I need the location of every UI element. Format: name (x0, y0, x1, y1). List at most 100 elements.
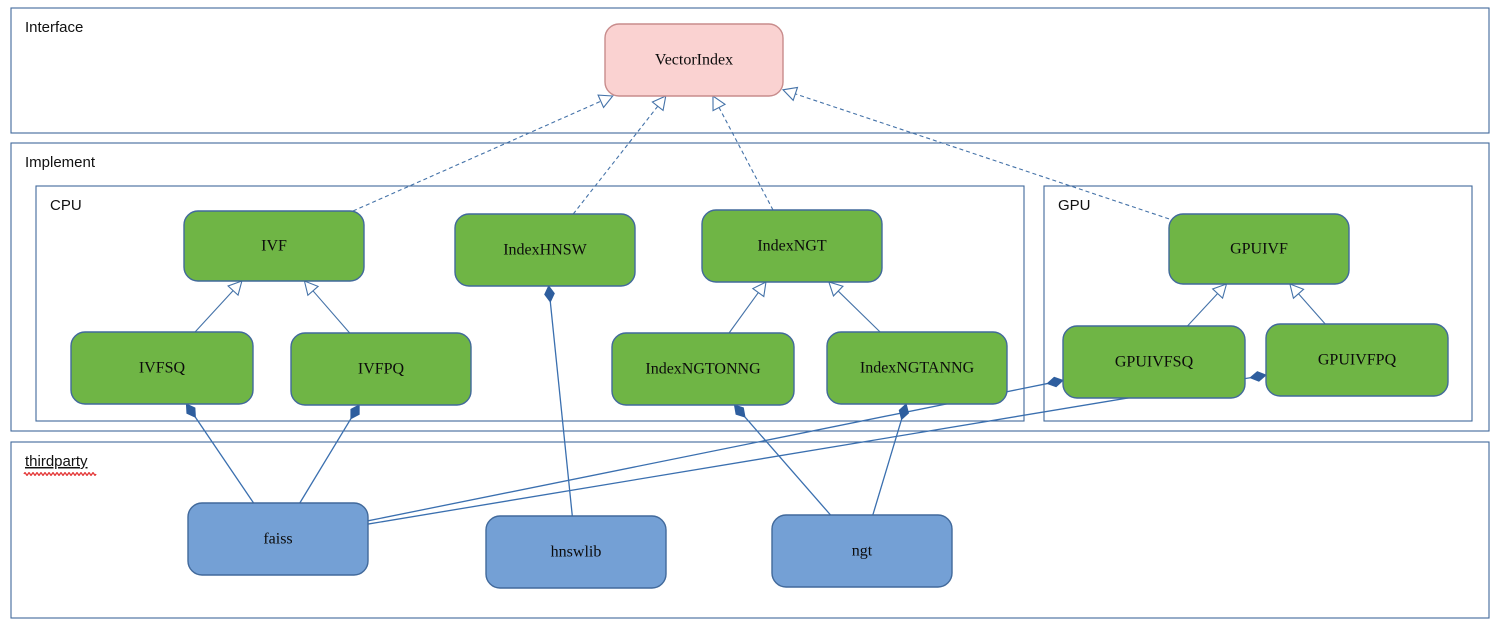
node-rect-ngt[interactable] (771, 514, 953, 588)
edge-ngt-to-IndexNGTONNG (733, 404, 832, 516)
container-label-thirdparty: thirdparty (25, 453, 88, 470)
edge-IndexHNSW-to-VectorIndex (572, 95, 667, 215)
node-label-ngt: ngt (852, 543, 873, 560)
node-GPUIVFPQ[interactable]: GPUIVFPQ (1265, 323, 1449, 397)
node-VectorIndex[interactable]: VectorIndex (604, 23, 784, 97)
node-rect-GPUIVFPQ[interactable] (1265, 323, 1449, 397)
node-IVFPQ[interactable]: IVFPQ (290, 332, 472, 406)
edge-line (718, 107, 774, 211)
edge-faiss-to-IVFPQ (299, 404, 360, 504)
node-rect-GPUIVFSQ[interactable] (1062, 325, 1246, 399)
generalization-arrowhead (227, 280, 243, 297)
node-rect-IndexNGTONNG[interactable] (611, 332, 795, 406)
node-rect-hnswlib[interactable] (485, 515, 667, 589)
edge-line (367, 377, 1251, 525)
edge-line (1187, 293, 1219, 327)
node-label-IVFSQ: IVFSQ (139, 360, 186, 377)
generalization-arrowhead (828, 281, 844, 297)
edge-ngt-to-IndexNGTANNG (872, 403, 910, 516)
node-IVF[interactable]: IVF (183, 210, 365, 282)
edge-hnswlib-to-IndexHNSW (544, 285, 573, 517)
node-IndexNGT[interactable]: IndexNGT (701, 209, 883, 283)
node-IVFSQ[interactable]: IVFSQ (70, 331, 254, 405)
node-GPUIVFSQ[interactable]: GPUIVFSQ (1062, 325, 1246, 399)
node-label-IndexNGTANNG: IndexNGTANNG (860, 360, 975, 377)
node-rect-IVFSQ[interactable] (70, 331, 254, 405)
edge-IndexNGTANNG-to-IndexNGT (828, 281, 881, 333)
node-GPUIVF[interactable]: GPUIVF (1168, 213, 1350, 285)
edge-GPUIVFPQ-to-GPUIVF (1289, 283, 1326, 325)
node-label-IndexHNSW: IndexHNSW (503, 242, 587, 259)
edge-line (837, 290, 881, 333)
edge-line (1298, 293, 1326, 325)
composition-diamond (185, 403, 196, 419)
node-rect-IndexNGTANNG[interactable] (826, 331, 1008, 405)
composition-diamond (350, 404, 360, 420)
node-IndexHNSW[interactable]: IndexHNSW (454, 213, 636, 287)
generalization-arrowhead (751, 281, 767, 298)
node-rect-faiss[interactable] (187, 502, 369, 576)
realization-arrowhead (597, 94, 614, 109)
edge-line (744, 416, 832, 516)
container-label-gpu: GPU (1058, 197, 1091, 214)
node-label-IndexNGTONNG: IndexNGTONNG (645, 361, 761, 378)
container-label-interface: Interface (25, 19, 83, 36)
node-rect-IndexNGT[interactable] (701, 209, 883, 283)
spellcheck-squiggle-thirdparty (23, 472, 97, 476)
container-label-cpu: CPU (50, 197, 82, 214)
generalization-arrowhead (1289, 283, 1305, 300)
node-label-hnswlib: hnswlib (551, 544, 602, 561)
composition-diamond (1249, 371, 1267, 382)
edge-IVFPQ-to-IVF (303, 280, 351, 334)
node-rect-IVF[interactable] (183, 210, 365, 282)
edge-faiss-to-GPUIVFSQ (367, 376, 1064, 522)
node-label-GPUIVF: GPUIVF (1230, 241, 1288, 258)
composition-diamond (544, 285, 555, 303)
node-label-GPUIVFPQ: GPUIVFPQ (1318, 352, 1397, 369)
node-label-IVFPQ: IVFPQ (358, 361, 405, 378)
node-label-IVF: IVF (261, 238, 287, 255)
node-rect-VectorIndex[interactable] (604, 23, 784, 97)
edge-IVFSQ-to-IVF (194, 280, 243, 333)
node-label-GPUIVFSQ: GPUIVFSQ (1115, 354, 1194, 371)
node-faiss[interactable]: faiss (187, 502, 369, 576)
realization-arrowhead (781, 86, 799, 102)
node-rect-GPUIVF[interactable] (1168, 213, 1350, 285)
node-IndexNGTANNG[interactable]: IndexNGTANNG (826, 331, 1008, 405)
edge-line (549, 301, 573, 517)
composition-diamond (898, 403, 910, 421)
edge-line (572, 105, 659, 215)
node-rect-IVFPQ[interactable] (290, 332, 472, 406)
realization-arrowhead (651, 95, 667, 112)
edge-IndexNGT-to-VectorIndex (712, 94, 774, 211)
composition-diamond (733, 404, 746, 418)
edge-layer (185, 86, 1326, 525)
edge-line (872, 419, 903, 516)
edge-line (367, 382, 1048, 522)
edge-line (728, 292, 759, 334)
edge-line (194, 290, 234, 333)
edge-line (795, 93, 1170, 220)
edge-faiss-to-IVFSQ (185, 403, 255, 504)
edge-faiss-to-GPUIVFPQ (367, 371, 1267, 525)
node-label-VectorIndex: VectorIndex (655, 52, 733, 69)
edge-GPUIVFSQ-to-GPUIVF (1187, 283, 1228, 327)
edge-GPUIVF-to-VectorIndex (781, 86, 1170, 220)
edge-IndexNGTONNG-to-IndexNGT (728, 281, 767, 334)
node-label-faiss: faiss (263, 531, 292, 548)
node-IndexNGTONNG[interactable]: IndexNGTONNG (611, 332, 795, 406)
container-label-implement: Implement (25, 154, 96, 171)
edge-line (299, 418, 352, 504)
composition-diamond (1046, 376, 1064, 388)
node-hnswlib[interactable]: hnswlib (485, 515, 667, 589)
generalization-arrowhead (1211, 283, 1228, 300)
node-label-IndexNGT: IndexNGT (757, 238, 827, 255)
edge-line (194, 416, 255, 504)
realization-arrowhead (712, 94, 727, 112)
node-rect-IndexHNSW[interactable] (454, 213, 636, 287)
node-ngt[interactable]: ngt (771, 514, 953, 588)
edge-line (352, 100, 602, 212)
